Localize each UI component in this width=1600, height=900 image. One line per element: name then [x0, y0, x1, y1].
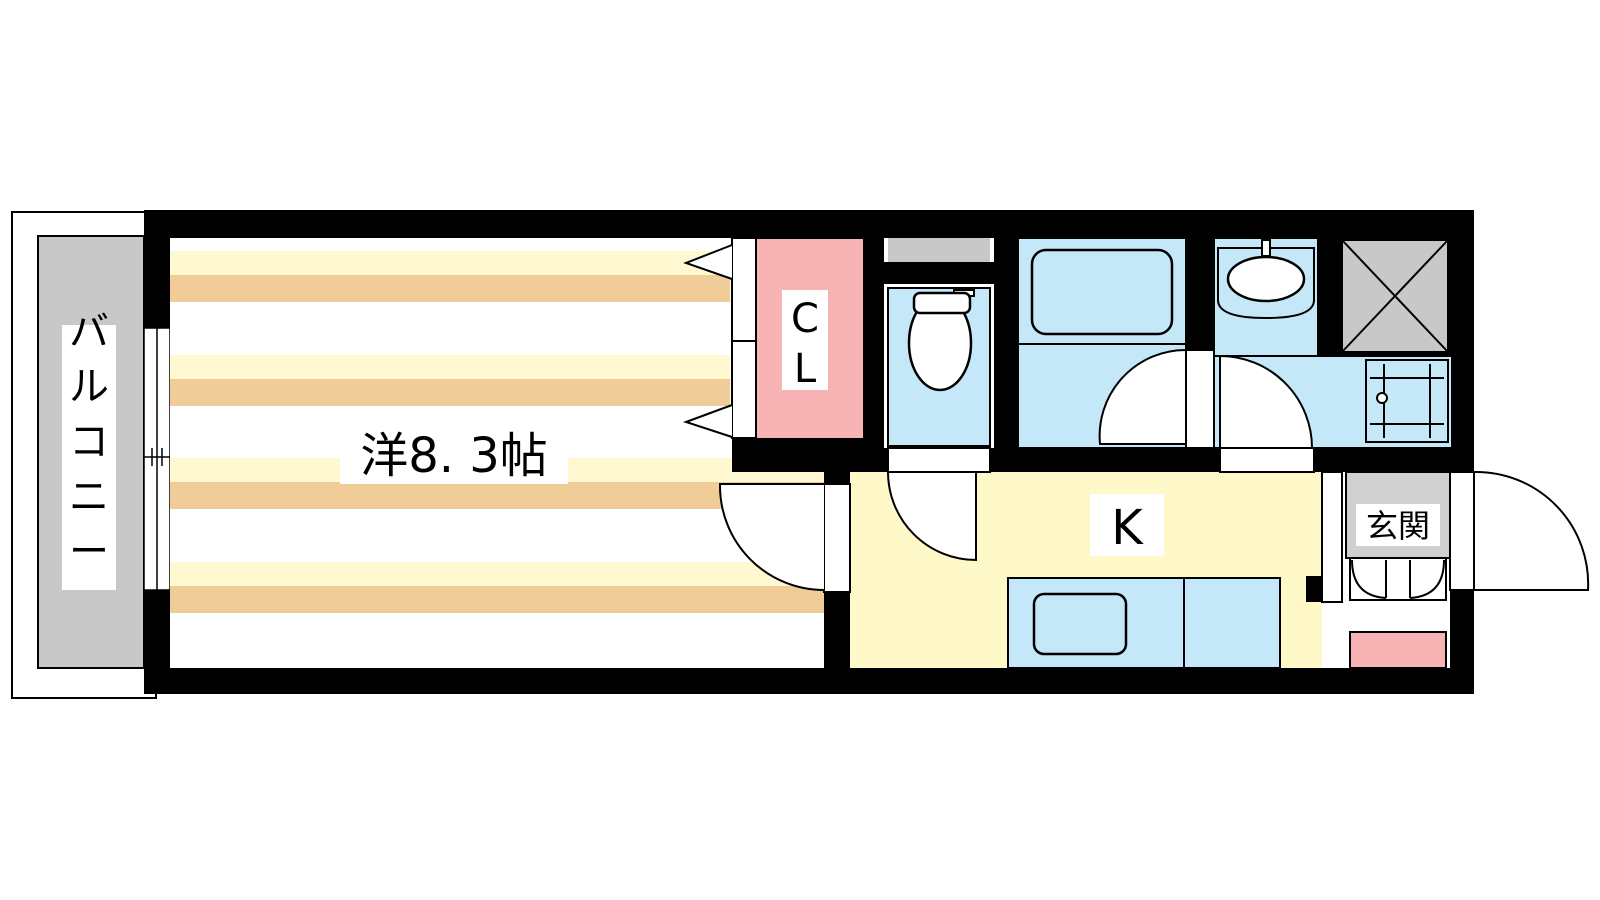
balcony-label-char: ニ: [69, 474, 109, 520]
closet-label-c: C: [791, 296, 819, 342]
balcony-label: バ ル コ ニ ー: [69, 309, 109, 575]
kitchen-label-bg: [1090, 494, 1164, 556]
entrance-label: 玄関: [1366, 507, 1430, 545]
kitchen: [850, 472, 1326, 669]
toilet-room: [887, 238, 991, 447]
balcony-label-char: バ: [69, 309, 109, 355]
closet-label-l: L: [794, 346, 817, 392]
entrance: [1321, 471, 1451, 669]
balcony: [11, 211, 157, 699]
western-room-label: 洋8. 3帖: [360, 428, 548, 484]
balcony-label-char: コ: [69, 419, 109, 465]
entrance-label-bg: [1356, 504, 1440, 546]
western-room-label-bg: [340, 422, 568, 484]
balcony-window: [143, 327, 182, 591]
balcony-label-char: ー: [69, 529, 109, 575]
closet-label-bg: [782, 290, 828, 390]
balcony-label-char: ル: [69, 364, 109, 410]
doors: [719, 348, 1590, 593]
kitchen-label: K: [1111, 500, 1144, 556]
